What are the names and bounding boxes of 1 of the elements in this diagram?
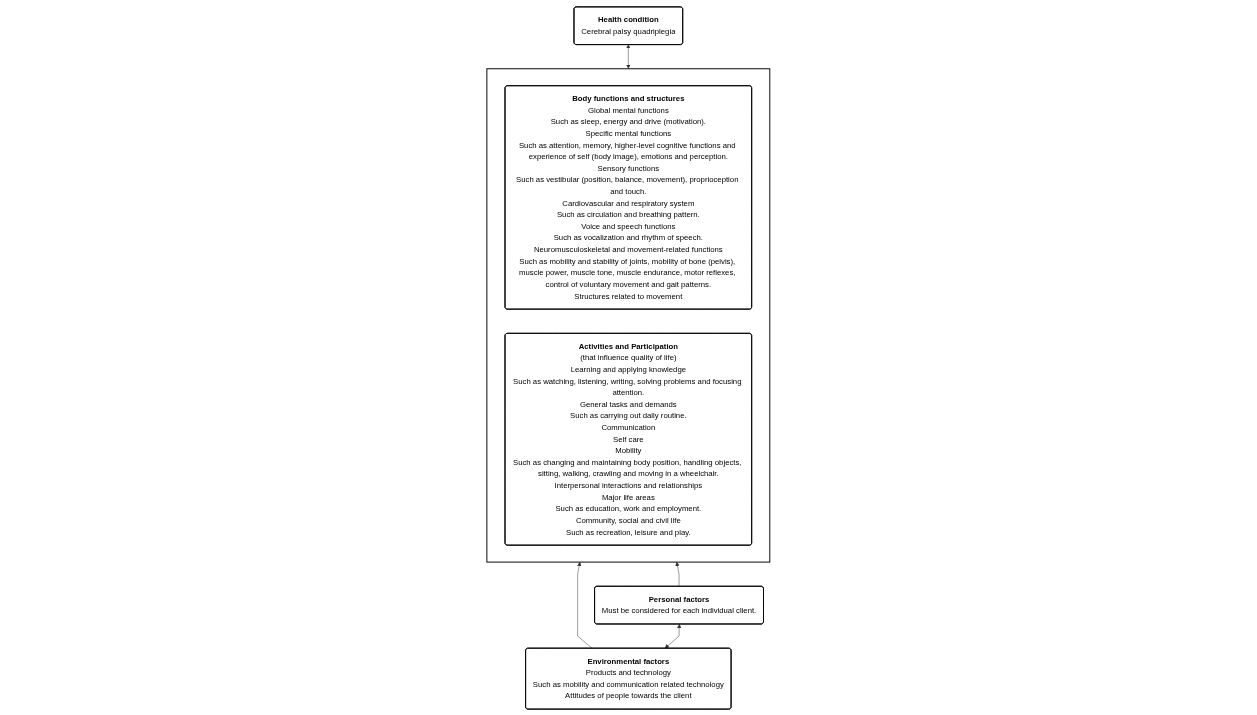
- cluster: [486, 67, 771, 563]
